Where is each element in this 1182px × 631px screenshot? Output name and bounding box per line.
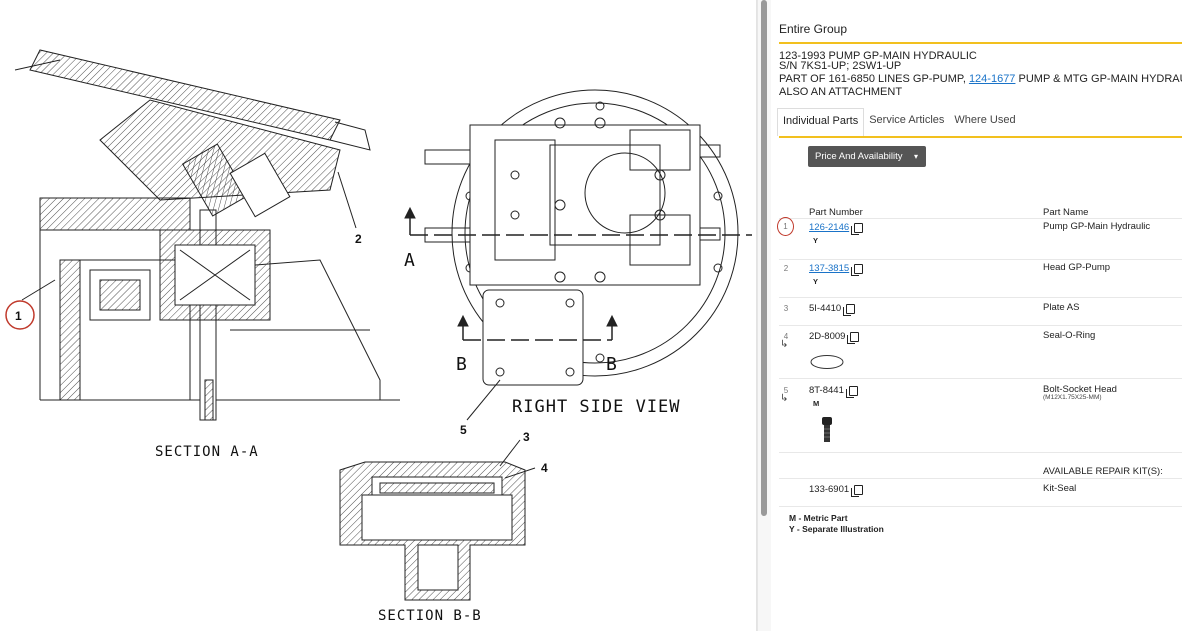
attachment-note: ALSO AN ATTACHMENT [779, 86, 903, 98]
part-of-line: PART OF 161-6850 LINES GP-PUMP, 124-1677… [779, 73, 1182, 85]
bolt-thumbnail[interactable] [819, 416, 835, 444]
legend-separate-illustration: Y - Separate Illustration [789, 524, 884, 534]
callout-3[interactable]: 3 [523, 430, 530, 444]
tab-where-used[interactable]: Where Used [954, 114, 1016, 126]
subassembly-arrow-icon: ↳ [780, 393, 789, 404]
row-index: 3 [783, 303, 789, 313]
column-header-part-name: Part Name [1043, 207, 1089, 218]
tab-service-articles[interactable]: Service Articles [869, 114, 945, 126]
flag-badge: M [813, 399, 820, 408]
tab-individual-parts[interactable]: Individual Parts [777, 108, 865, 136]
header-rule [779, 42, 1182, 44]
section-bb-label: SECTION B-B [378, 608, 482, 624]
chevron-down-icon: ▾ [913, 152, 918, 161]
part-number-link[interactable]: 137-3815 [809, 263, 850, 274]
row-index: 4 [783, 331, 789, 341]
part-name: Head GP-Pump [1043, 262, 1111, 273]
row-index: 2 [783, 263, 789, 273]
row-separator [779, 506, 1182, 507]
parts-panel: Entire Group 123-1993 PUMP GP-MAIN HYDRA… [771, 0, 1182, 631]
part-spec: (M12X1.75X25-MM) [1043, 394, 1102, 401]
column-header-part-number: Part Number [809, 207, 863, 218]
callout-5[interactable]: 5 [460, 423, 467, 437]
part-name: Bolt-Socket Head [1043, 384, 1117, 395]
right-side-view-drawing [404, 89, 752, 421]
copy-icon[interactable] [843, 303, 856, 316]
scrollbar-thumb[interactable] [761, 0, 767, 516]
kit-number-text: 133-6901 [809, 484, 850, 495]
callout-4[interactable]: 4 [541, 461, 548, 475]
repair-kits-heading: AVAILABLE REPAIR KIT(S): [1043, 466, 1163, 477]
row-index: 5 [783, 385, 789, 395]
part-number-link[interactable]: 126-2146 [809, 222, 850, 233]
part-number-text: 2D-8009 [809, 331, 846, 342]
part-number-cell: 5I-4410 [809, 303, 856, 316]
tab-bar: Individual Parts Service Articles Where … [777, 108, 1021, 136]
header-separator [779, 218, 1182, 219]
copy-icon[interactable] [847, 331, 860, 344]
callout-2[interactable]: 2 [355, 232, 362, 246]
row-separator [779, 452, 1182, 453]
section-aa-label: SECTION A-A [155, 444, 259, 460]
copy-icon[interactable] [851, 222, 864, 235]
cut-b-right-label: B [606, 354, 618, 375]
part-name: Pump GP-Main Hydraulic [1043, 221, 1151, 232]
part-number-text: 5I-4410 [809, 303, 842, 314]
serial-range: S/N 7KS1-UP; 2SW1-UP [779, 60, 902, 72]
part-name: Plate AS [1043, 302, 1080, 313]
tab-rule [779, 136, 1182, 138]
callout-1-circle [5, 300, 35, 330]
group-name: 123-1993 PUMP GP-MAIN HYDRAULIC [779, 50, 977, 62]
row-separator [779, 325, 1182, 326]
section-bb-drawing [339, 439, 536, 601]
row-separator [779, 259, 1182, 260]
copy-icon[interactable] [845, 385, 858, 398]
right-side-view-label: RIGHT SIDE VIEW [512, 397, 681, 417]
copy-icon[interactable] [851, 263, 864, 276]
part-number-cell: 126-2146 [809, 222, 864, 235]
parent-group-link[interactable]: 124-1677 [968, 73, 1016, 85]
group-title: Entire Group [779, 22, 848, 36]
price-availability-button[interactable]: Price And Availability ▾ [808, 146, 926, 167]
section-aa-drawing [14, 49, 400, 421]
part-number-cell: 8T-8441 [809, 385, 858, 398]
kit-number-cell: 133-6901 [809, 484, 864, 497]
copy-icon[interactable] [851, 484, 864, 497]
flag-badge: Y [813, 277, 819, 286]
part-number-cell: 2D-8009 [809, 331, 860, 344]
cut-a-label: A [404, 250, 416, 271]
kit-name: Kit-Seal [1043, 483, 1077, 494]
row-separator [779, 297, 1182, 298]
parts-illustration: SECTION A-A 1 2 [5, 0, 757, 631]
cut-b-left-label: B [456, 354, 468, 375]
row-index: 1 [777, 217, 794, 236]
part-number-text: 8T-8441 [809, 385, 844, 396]
part-number-cell: 137-3815 [809, 263, 864, 276]
callout-1[interactable]: 1 [15, 309, 22, 323]
flag-badge: Y [813, 236, 819, 245]
legend-metric: M - Metric Part [789, 513, 848, 523]
row-separator [779, 478, 1182, 479]
row-separator [779, 378, 1182, 379]
exploded-diagram: SECTION A-A 1 2 [5, 49, 752, 624]
subassembly-arrow-icon: ↳ [780, 339, 789, 350]
o-ring-thumbnail[interactable] [809, 353, 845, 371]
part-name: Seal-O-Ring [1043, 330, 1096, 341]
